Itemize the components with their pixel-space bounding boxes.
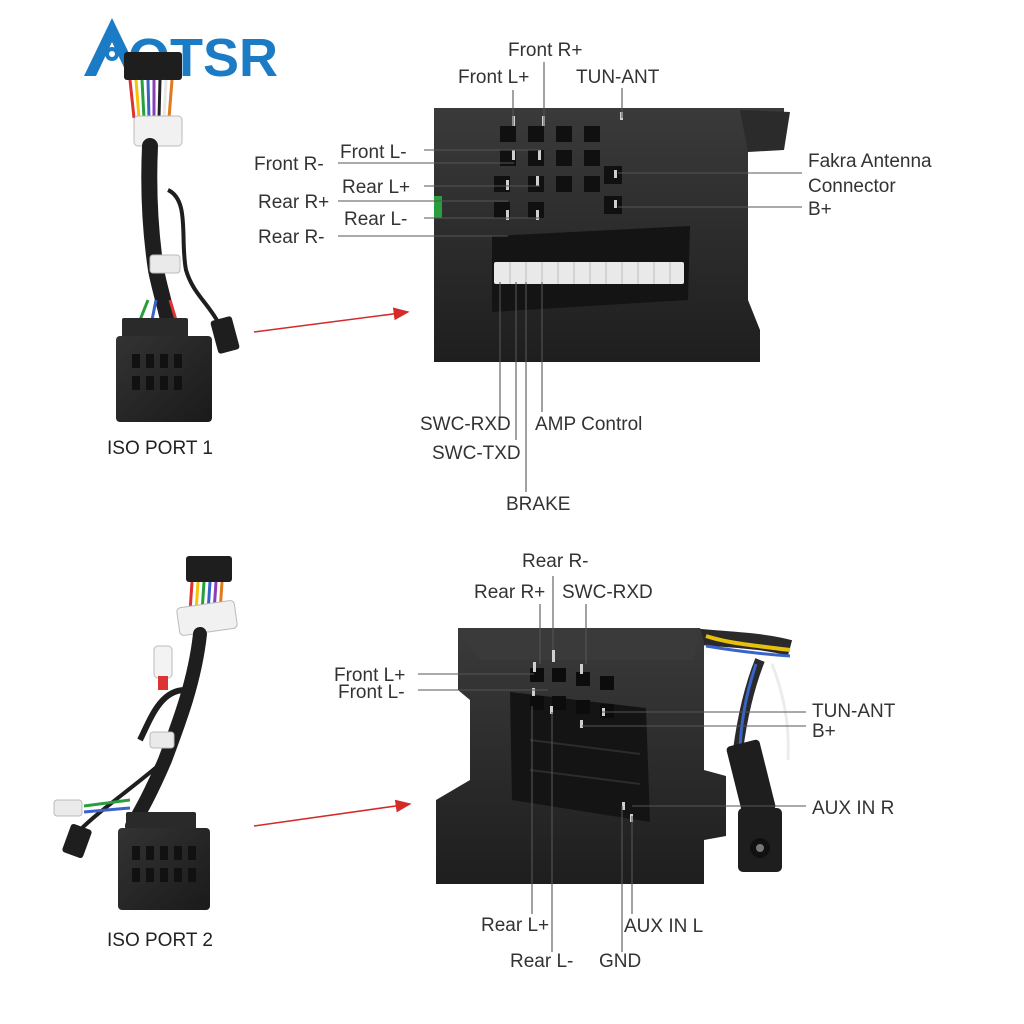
p1-fakra-label-line2: Connector — [808, 176, 896, 197]
p1-brake-label: BRAKE — [506, 494, 570, 515]
p1-front-r-minus-label: Front R- — [254, 154, 324, 175]
p1-b-plus-label: B+ — [808, 199, 832, 220]
port2-leader-lines — [418, 576, 806, 952]
p1-rear-l-minus-label: Rear L- — [344, 209, 407, 230]
port2-arrow — [253, 799, 412, 827]
p2-rear-l-plus-label: Rear L+ — [481, 915, 549, 936]
port1-harness-photo — [116, 52, 240, 422]
port2-connector-closeup — [436, 628, 793, 884]
p1-front-r-plus-label: Front R+ — [508, 40, 582, 61]
p2-aux-in-l-label: AUX IN L — [624, 916, 703, 937]
p1-swc-rxd-label: SWC-RXD — [420, 414, 511, 435]
port1-caption: ISO PORT 1 — [107, 438, 213, 459]
p1-tun-ant-label: TUN-ANT — [576, 67, 660, 88]
p1-fakra-label-line1: Fakra Antenna — [808, 151, 932, 172]
p1-rear-r-plus-label: Rear R+ — [258, 192, 329, 213]
p2-aux-in-r-label: AUX IN R — [812, 798, 894, 819]
p2-rear-r-plus-label: Rear R+ — [474, 582, 545, 603]
port1-labels: Front R+ Front L+ TUN-ANT Front L- Front… — [254, 40, 932, 515]
port1-leader-lines — [338, 62, 802, 492]
p2-rear-r-minus-label: Rear R- — [522, 551, 589, 572]
p2-front-l-plus-label: Front L+ — [334, 665, 405, 686]
p2-b-plus-label: B+ — [812, 721, 836, 742]
p2-front-l-minus-label: Front L- — [338, 682, 405, 703]
p1-rear-r-minus-label: Rear R- — [258, 227, 325, 248]
port1-arrow — [253, 307, 410, 333]
p2-tun-ant-label: TUN-ANT — [812, 701, 896, 722]
p1-swc-txd-label: SWC-TXD — [432, 443, 521, 464]
port2-caption: ISO PORT 2 — [107, 930, 213, 951]
p2-rear-l-minus-label: Rear L- — [510, 951, 573, 972]
p1-amp-control-label: AMP Control — [535, 414, 642, 435]
p1-front-l-plus-label: Front L+ — [458, 67, 529, 88]
p2-swc-rxd-label: SWC-RXD — [562, 582, 653, 603]
p1-front-l-minus-label: Front L- — [340, 142, 407, 163]
p1-rear-l-plus-label: Rear L+ — [342, 177, 410, 198]
p2-gnd-label: GND — [599, 951, 641, 972]
port2-harness-photo — [53, 556, 238, 910]
port2-labels: Rear R- Rear R+ SWC-RXD Front L+ Front L… — [334, 551, 896, 972]
port1-connector-closeup — [434, 108, 790, 362]
